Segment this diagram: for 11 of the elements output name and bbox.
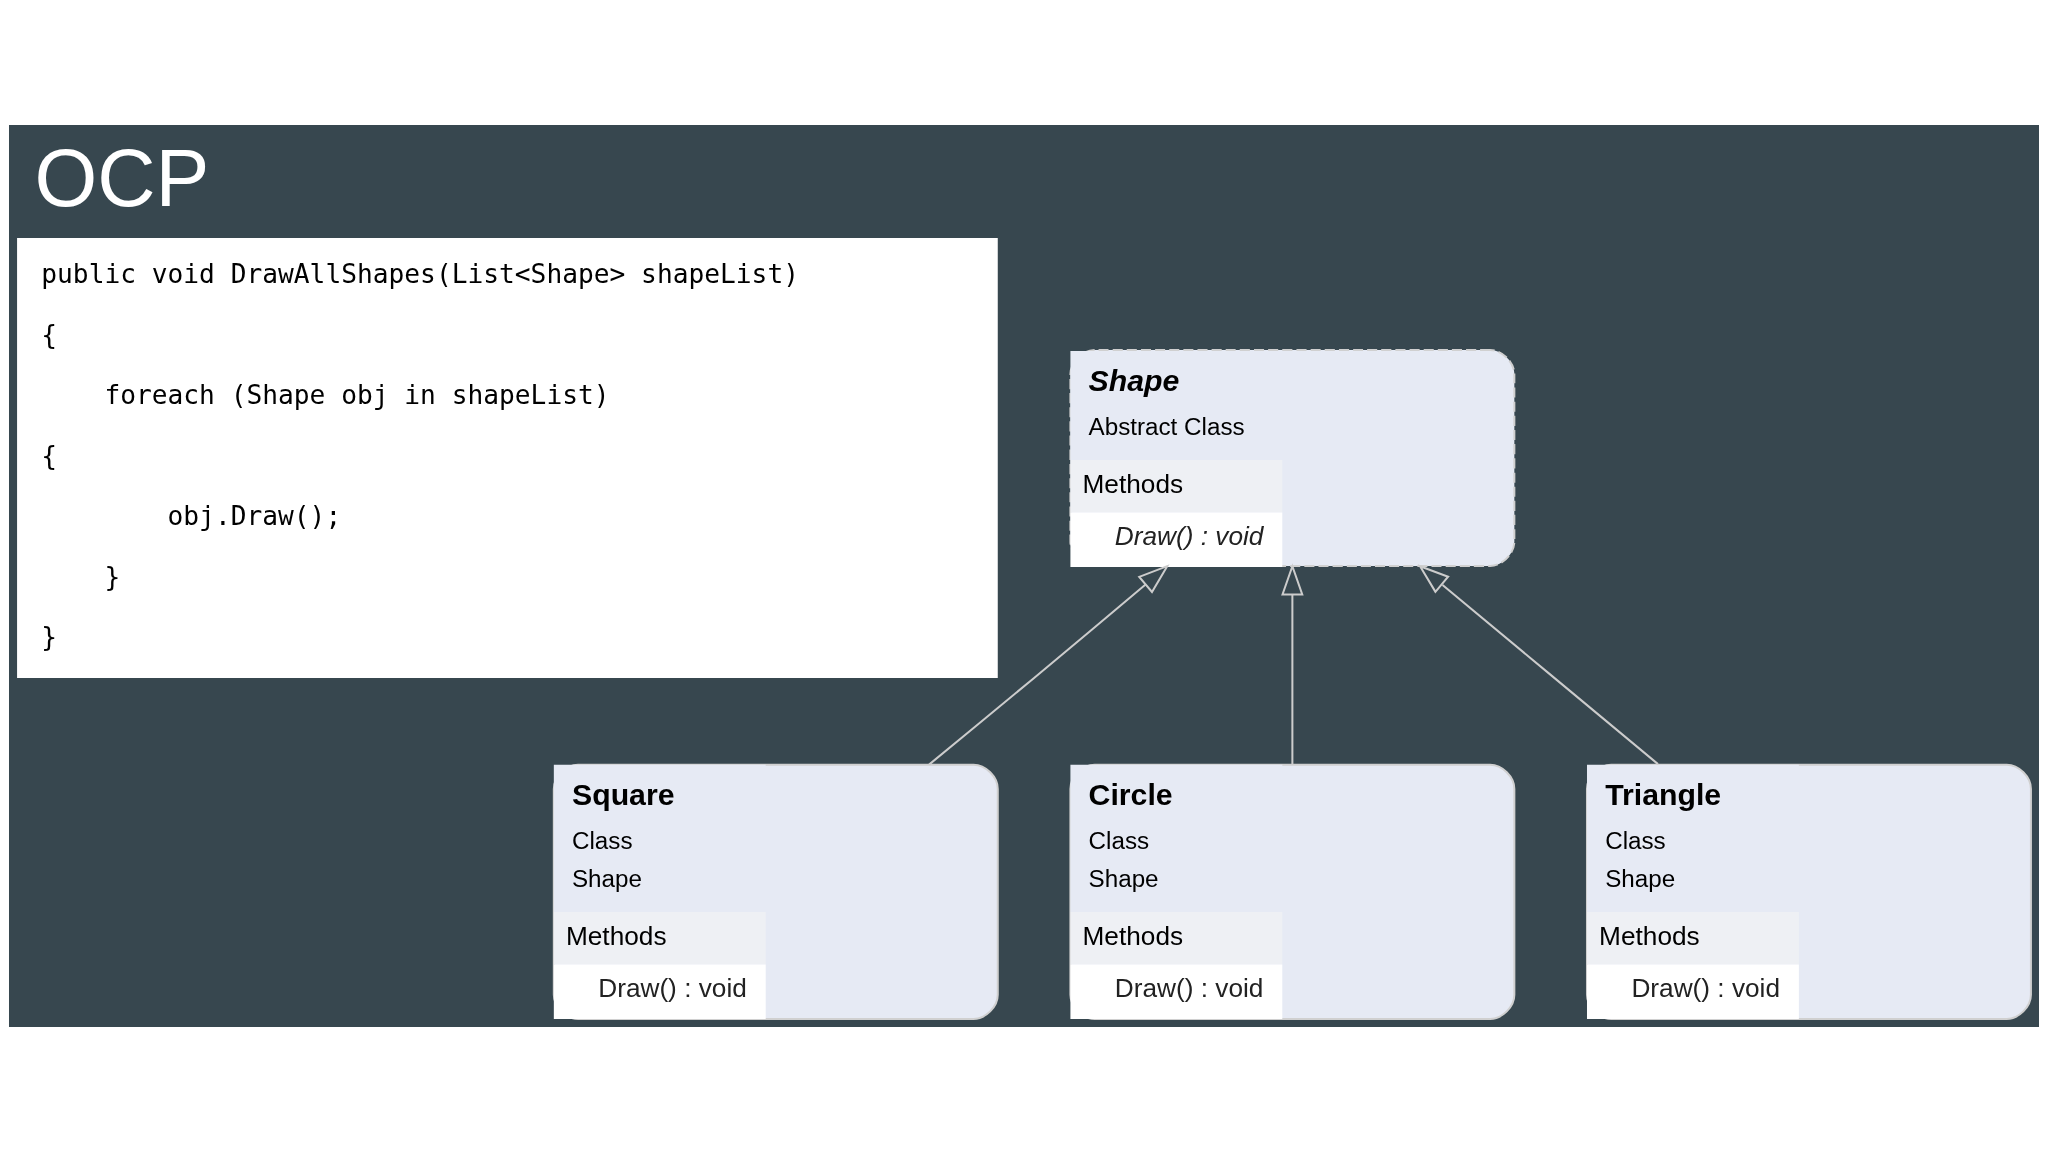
label: public void DrawAllShapes(List<Shape> shapeList): [41, 259, 799, 290]
label: }: [41, 622, 58, 653]
label: {: [41, 319, 58, 350]
arrow: [928, 564, 1170, 766]
arrow: [1417, 564, 1659, 765]
arrow: [1281, 563, 1304, 765]
label: }: [104, 561, 121, 592]
diagram-title: OCP: [34, 132, 210, 223]
label: foreach (Shape obj in shapeList): [104, 380, 610, 411]
label: {: [41, 440, 58, 471]
label: obj.Draw();: [167, 501, 342, 532]
